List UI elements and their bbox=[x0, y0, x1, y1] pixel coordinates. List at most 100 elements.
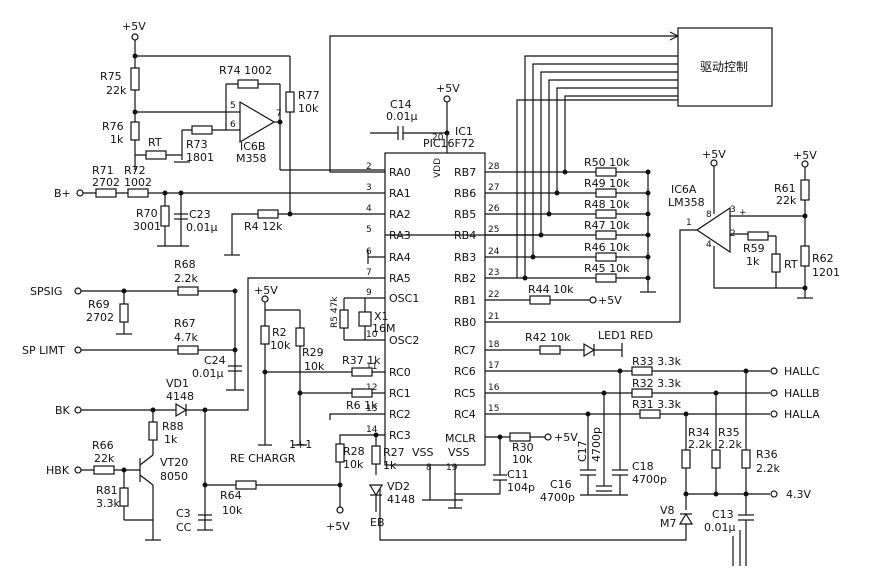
vd1-value: 4148 bbox=[166, 390, 194, 403]
ic6a-pin3: 3 bbox=[730, 205, 736, 215]
r76-resistor bbox=[130, 121, 140, 141]
r4-resistor bbox=[257, 209, 279, 219]
ic1-vdd: VDD bbox=[433, 158, 443, 178]
r68-value: 2.2k bbox=[174, 272, 198, 285]
top-vcc: +5V bbox=[122, 20, 146, 33]
r67-resistor bbox=[177, 345, 199, 355]
r6-resistor bbox=[351, 388, 373, 398]
r30-vcc: +5V bbox=[554, 431, 578, 444]
r5-label: R5 47k bbox=[330, 296, 340, 328]
ic1-pin-num: 14 bbox=[366, 425, 378, 435]
r66-label: R66 bbox=[92, 439, 114, 452]
ic1-pin-num: 4 bbox=[366, 204, 372, 214]
ic1-mclr: MCLR bbox=[445, 432, 476, 445]
ic1-pin-num: 23 bbox=[488, 268, 499, 278]
r27-label: R27 bbox=[383, 446, 405, 459]
r28-value: 10k bbox=[343, 458, 364, 471]
r45-resistor bbox=[595, 273, 617, 283]
led1-symbol bbox=[583, 342, 596, 358]
r70-value: 3001 bbox=[133, 220, 161, 233]
ic1-pin-name: RA2 bbox=[389, 208, 411, 221]
halla-label: HALLA bbox=[784, 408, 820, 421]
ic1-pin-num: 15 bbox=[488, 404, 499, 414]
ic1-pin-num: 10 bbox=[366, 330, 378, 340]
ic1-pin-num: 24 bbox=[488, 247, 500, 257]
r47-resistor bbox=[595, 230, 617, 240]
ic1-pin-name: RC0 bbox=[389, 366, 411, 379]
r61-value: 22k bbox=[776, 194, 797, 207]
ic1-pin-num: 9 bbox=[366, 288, 372, 298]
r69-value: 2702 bbox=[86, 311, 114, 324]
ic1-pin-num: 7 bbox=[366, 268, 372, 278]
r70-resistor bbox=[160, 205, 170, 227]
r73-value: 1801 bbox=[186, 151, 214, 164]
r34-label: R34 bbox=[688, 426, 710, 439]
r5-resistor bbox=[339, 309, 349, 329]
r44-label: R44 10k bbox=[528, 283, 574, 296]
v8-label: V8 bbox=[660, 504, 675, 517]
c13-label: C13 bbox=[712, 508, 734, 521]
bk-input: BK bbox=[55, 404, 71, 417]
r74-label: R74 1002 bbox=[219, 64, 272, 77]
vd1-diode bbox=[175, 402, 188, 418]
ic1-pin-num: 16 bbox=[488, 383, 500, 393]
rt2-resistor bbox=[771, 253, 781, 273]
c11-label: C11 bbox=[507, 468, 529, 481]
r71-resistor bbox=[95, 188, 117, 198]
r29-label: R29 bbox=[302, 346, 324, 359]
r75-resistor bbox=[130, 67, 140, 91]
ic1-pin-name: RC7 bbox=[454, 344, 476, 357]
ic1-pin-name: RB1 bbox=[454, 294, 476, 307]
v8-diode bbox=[678, 512, 694, 525]
ic1-right-pins: 28RB727RB626RB525RB424RB323RB222RB121RB0… bbox=[454, 162, 500, 421]
hallc-label: HALLC bbox=[784, 365, 820, 378]
ic1-pin-num: 22 bbox=[488, 290, 499, 300]
ic1-pin-name: OSC1 bbox=[389, 292, 419, 305]
r27-resistor bbox=[371, 445, 381, 465]
r2-label: R2 bbox=[272, 326, 287, 339]
ic1-pin-name: RC1 bbox=[389, 387, 411, 400]
r30-value: 10k bbox=[512, 453, 533, 466]
rb-bus bbox=[485, 55, 678, 281]
r88-label: R88 bbox=[162, 420, 184, 433]
r37-label: R37 1k bbox=[342, 354, 381, 367]
ic6b-ref: IC6B bbox=[240, 140, 265, 153]
ic6b-opamp bbox=[239, 100, 276, 144]
c17-value: 4700p bbox=[590, 427, 603, 462]
ic6a-opamp bbox=[695, 206, 731, 254]
r72-label: R72 bbox=[124, 164, 146, 177]
r32-resistor bbox=[631, 388, 653, 398]
c14-value: 0.01μ bbox=[386, 110, 418, 123]
c23-label: C23 bbox=[189, 208, 211, 221]
ic1-pin-name: RC6 bbox=[454, 365, 476, 378]
r81-resistor bbox=[119, 487, 129, 507]
c23-value: 0.01μ bbox=[186, 221, 218, 234]
ic1-pin-num: 25 bbox=[488, 225, 499, 235]
ic1-pin-name: RB5 bbox=[454, 208, 476, 221]
ic1-pin-name: RA1 bbox=[389, 187, 411, 200]
ic6a-part: LM358 bbox=[668, 196, 705, 209]
r28-resistor bbox=[335, 443, 345, 463]
ic1-pin-name: RA0 bbox=[389, 166, 411, 179]
ic1-pin-num: 13 bbox=[366, 404, 377, 414]
r30-resistor bbox=[509, 432, 531, 442]
r4-label: R4 12k bbox=[244, 220, 283, 233]
r67-label: R67 bbox=[174, 317, 196, 330]
drive-control-block bbox=[677, 27, 773, 107]
ic1-body bbox=[384, 152, 486, 466]
r28-vcc: +5V bbox=[326, 520, 350, 533]
hallb-label: HALLB bbox=[784, 387, 820, 400]
r46-label: R46 10k bbox=[584, 241, 630, 254]
svg-text:−: − bbox=[739, 230, 747, 240]
drive-control-label: 驱动控制 bbox=[700, 60, 748, 74]
splimt-input: SP LIMT bbox=[22, 344, 65, 357]
r66-value: 22k bbox=[94, 452, 115, 465]
ic1-pin-name: OSC2 bbox=[389, 334, 419, 347]
r69-resistor bbox=[119, 303, 129, 323]
x1-crystal bbox=[358, 311, 372, 327]
r50-label: R50 10k bbox=[584, 156, 630, 169]
vd2-value: 4148 bbox=[387, 493, 415, 506]
ic1-pin-num: 26 bbox=[488, 204, 500, 214]
